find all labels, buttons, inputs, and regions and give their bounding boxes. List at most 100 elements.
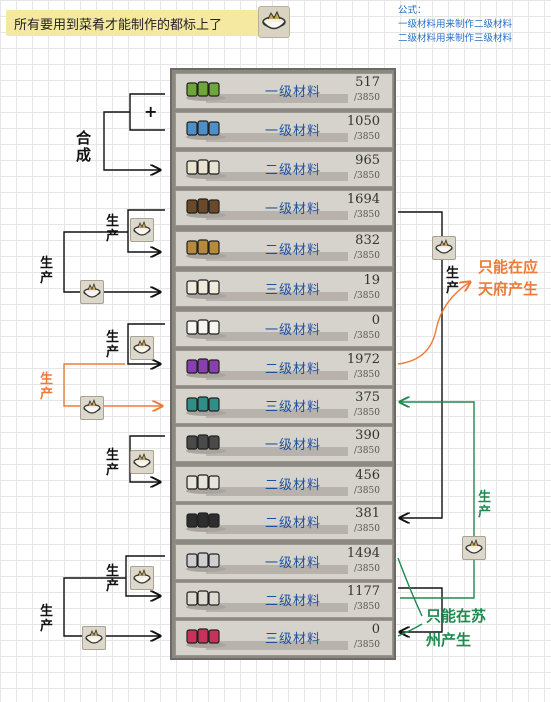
- row-bar: [206, 292, 348, 301]
- row-level: 三级材料: [264, 632, 321, 647]
- row-cap: /3850: [354, 171, 380, 181]
- row-bar: [206, 447, 348, 456]
- striped-fish-icon: [182, 549, 230, 573]
- row-level: 一级材料: [264, 323, 321, 338]
- row-cap: /3850: [354, 132, 380, 142]
- blue-cloth-icon: [182, 117, 230, 141]
- white-jars-icon: [182, 471, 230, 495]
- dish-badge-icon: [130, 566, 154, 590]
- wood-planks-icon: [182, 236, 230, 260]
- table-row: 一级材料 1494/3850: [175, 544, 393, 580]
- formula-line-1: 一级材料用来制作二级材料: [398, 19, 513, 30]
- row-cap: /3850: [354, 640, 380, 650]
- dish-badge-icon: [80, 280, 104, 304]
- row-bar: [206, 641, 348, 650]
- row-bar: [206, 603, 348, 612]
- row-level: 一级材料: [264, 85, 321, 100]
- row-bar: [206, 565, 348, 574]
- production-label-green: 生产: [478, 490, 492, 520]
- row-level: 三级材料: [264, 283, 321, 298]
- row-qty: 965: [355, 153, 380, 168]
- row-bar: [206, 409, 348, 418]
- bowls-icon: [182, 156, 230, 180]
- fish-pile-icon: [182, 587, 230, 611]
- row-level: 一级材料: [264, 124, 321, 139]
- dish-badge-icon: [130, 218, 154, 242]
- scroll-icon: [182, 276, 230, 300]
- table-row: 二级材料 456/3850: [175, 466, 393, 502]
- banner: 所有要用到菜肴才能制作的都标上了: [6, 10, 288, 36]
- production-label-3: 生产: [106, 330, 120, 360]
- row-bar: [206, 487, 348, 496]
- production-label-6: 生产: [40, 604, 54, 634]
- table-row: 三级材料 0/3850: [175, 620, 393, 656]
- suzhou-note: 只能在苏州产生: [426, 607, 487, 649]
- formula-note: 公式： 一级材料用来制作二级材料 二级材料用来制作三级材料: [398, 4, 512, 46]
- dish-badge-icon: [130, 450, 154, 474]
- row-qty: 1972: [346, 352, 380, 367]
- table-row: 二级材料 832/3850: [175, 231, 393, 267]
- row-cap: /3850: [354, 408, 380, 418]
- dish-badge-icon: [82, 626, 106, 650]
- row-qty: 456: [355, 468, 380, 483]
- row-qty: 0: [371, 622, 380, 637]
- row-level: 一级材料: [264, 556, 321, 571]
- row-cap: /3850: [354, 251, 380, 261]
- formula-line-2: 二级材料用来制作三级材料: [398, 33, 513, 44]
- row-qty: 517: [355, 75, 380, 90]
- production-label-1: 生产: [106, 214, 120, 244]
- row-cap: /3850: [354, 602, 380, 612]
- row-bar: [206, 332, 348, 341]
- row-level: 二级材料: [264, 243, 321, 258]
- red-medallion-icon: [182, 625, 230, 649]
- row-level: 二级材料: [264, 594, 321, 609]
- row-qty: 381: [355, 506, 380, 521]
- row-qty: 1494: [346, 546, 380, 561]
- row-cap: /3850: [354, 331, 380, 341]
- dish-badge-icon: [80, 396, 104, 420]
- row-cap: /3850: [354, 486, 380, 496]
- row-qty: 832: [355, 233, 380, 248]
- green-bamboo-icon: [182, 78, 230, 102]
- row-qty: 19: [363, 273, 380, 288]
- row-qty: 375: [355, 390, 380, 405]
- yingtianfu-note: 只能在应天府产生: [478, 258, 539, 298]
- ink-sticks-icon: [182, 509, 230, 533]
- row-cap: /3850: [354, 564, 380, 574]
- row-qty: 1694: [346, 192, 380, 207]
- stones-icon: [182, 431, 230, 455]
- banner-text: 所有要用到菜肴才能制作的都标上了: [14, 18, 223, 33]
- row-level: 一级材料: [264, 202, 321, 217]
- row-bar: [206, 211, 348, 220]
- row-level: 二级材料: [264, 362, 321, 377]
- row-bar: [206, 133, 348, 142]
- row-cap: /3850: [354, 93, 380, 103]
- dish-badge-icon: [130, 336, 154, 360]
- row-qty: 1177: [346, 584, 380, 599]
- purple-fabric-icon: [182, 355, 230, 379]
- production-label-5: 生产: [106, 564, 120, 594]
- row-cap: /3850: [354, 210, 380, 220]
- production-label-4: 生产: [106, 448, 120, 478]
- row-level: 二级材料: [264, 516, 321, 531]
- table-row: 二级材料 1177/3850: [175, 582, 393, 618]
- table-row: 二级材料 381/3850: [175, 504, 393, 540]
- row-cap: /3850: [354, 446, 380, 456]
- row-cap: /3850: [354, 524, 380, 534]
- row-level: 二级材料: [264, 478, 321, 493]
- row-bar: [206, 252, 348, 261]
- row-bar: [206, 371, 348, 380]
- teal-garment-icon: [182, 393, 230, 417]
- production-label-2: 生产: [40, 256, 54, 286]
- table-row: 一级材料 517/3850: [175, 73, 393, 109]
- production-label-orange: 生产: [40, 372, 54, 402]
